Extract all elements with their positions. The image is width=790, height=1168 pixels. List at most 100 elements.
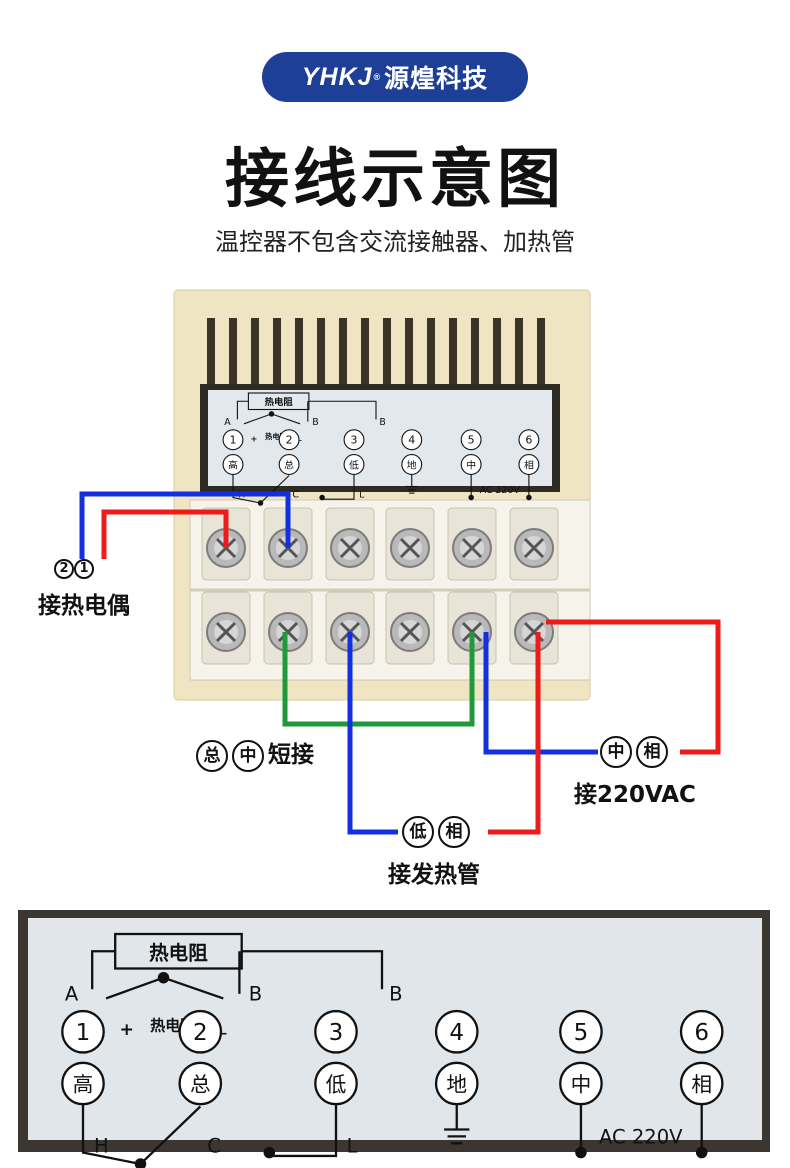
- label-l: L: [359, 490, 365, 501]
- terminal-number-circle: [559, 1009, 603, 1054]
- terminal-name: 高: [73, 1073, 94, 1097]
- lead-b-top: [241, 950, 384, 990]
- terminal-name: 低: [349, 458, 359, 471]
- terminal-screw: [201, 591, 251, 665]
- terminal-number: 4: [449, 1020, 464, 1046]
- terminal-number: 1: [230, 434, 237, 447]
- wire-blue-heater: [347, 632, 398, 835]
- screw-slot: [461, 537, 483, 559]
- terminal-number-circle: [401, 429, 423, 451]
- h-c-link: [232, 474, 290, 504]
- screw-slot: [277, 621, 299, 643]
- ac-dot-l: [695, 1146, 708, 1159]
- power-label: 接220VAC: [574, 782, 696, 808]
- short-label: 总中短接: [196, 735, 314, 772]
- terminal-name: 相: [524, 458, 534, 471]
- terminal-name-circle: [178, 1061, 223, 1106]
- screw-slot: [399, 537, 421, 559]
- brand-logo: YHKJ®源煌科技: [262, 52, 528, 102]
- heater-label: 接发热管: [388, 862, 480, 888]
- hc-dot: [134, 1158, 147, 1168]
- logo-company: 源煌科技: [384, 65, 489, 93]
- terminal-name: 中: [466, 458, 476, 471]
- lead-a: [91, 950, 116, 990]
- label-h: H: [94, 1135, 109, 1158]
- l-dot: [263, 1146, 276, 1159]
- ac-dot-l: [526, 494, 532, 501]
- screw-slot: [523, 621, 545, 643]
- terminal-name: 低: [326, 1073, 347, 1097]
- l-dot: [319, 494, 325, 501]
- terminal-number: 1: [76, 1020, 91, 1046]
- resistor-box-label: 热电阻: [265, 396, 294, 408]
- terminal-screw: [385, 591, 435, 665]
- terminal-name: 高: [228, 458, 238, 471]
- terminal-name: 地: [446, 1073, 467, 1097]
- label-b2: B: [389, 983, 402, 1006]
- label-plus: +: [119, 1020, 133, 1040]
- logo-registered-mark: ®: [373, 72, 382, 82]
- ac-label: AC 220V: [480, 485, 521, 496]
- power-circles: 中相: [600, 736, 672, 768]
- screw-slot: [339, 537, 361, 559]
- terminal-number: 5: [574, 1020, 589, 1046]
- screw-slot: [523, 537, 545, 559]
- terminal-number-circle: [222, 429, 244, 451]
- terminal-number: 5: [468, 434, 475, 447]
- callout-circle-2: 2: [54, 558, 74, 579]
- short-circle-a: 总: [196, 739, 228, 772]
- h-c-link: [81, 1104, 202, 1166]
- logo-brand: YHKJ: [301, 62, 373, 91]
- wire-green-short: [282, 632, 475, 727]
- lead-b-top: [308, 400, 377, 420]
- hc-dot: [257, 500, 264, 506]
- terminal-screw: [509, 591, 559, 665]
- terminal-number: 3: [351, 434, 358, 447]
- terminal-number-circle: [314, 1009, 358, 1054]
- short-text: 短接: [268, 742, 314, 768]
- terminal-number-circle: [61, 1009, 105, 1054]
- lead-a: [236, 400, 249, 420]
- terminal-number-circle: [518, 429, 540, 451]
- terminal-number: 2: [193, 1020, 208, 1046]
- terminal-number: 3: [329, 1020, 344, 1046]
- label-minus: _: [218, 1016, 227, 1036]
- label-a: A: [65, 983, 79, 1006]
- screw-slot: [399, 621, 421, 643]
- vent-slots: [207, 318, 545, 386]
- label-minus: _: [297, 431, 302, 441]
- thermocouple-label: 接热电偶: [38, 593, 130, 619]
- label-b2: B: [379, 417, 385, 428]
- label-b1: B: [249, 983, 262, 1006]
- terminal-number-circle: [679, 1009, 724, 1054]
- terminal-name: 相: [691, 1073, 712, 1097]
- label-a: A: [224, 417, 231, 428]
- wire-blue-thermocouple: [79, 491, 291, 559]
- screw-slot: [215, 621, 237, 643]
- short-circle-b: 中: [232, 739, 264, 772]
- resistor-box-label: 热电阻: [149, 941, 208, 964]
- label-plus: +: [250, 433, 257, 443]
- terminal-number: 2: [286, 434, 293, 447]
- terminal-screw: [325, 507, 375, 581]
- terminal-name: 总: [190, 1073, 211, 1097]
- callout-circle-1: 1: [74, 558, 94, 579]
- terminal-name-circle: [278, 454, 300, 475]
- ac-dot-n: [468, 494, 474, 501]
- terminal-screw: [263, 591, 313, 665]
- terminal-number: 6: [694, 1020, 709, 1046]
- terminal-name: 地: [407, 458, 417, 471]
- label-b1: B: [312, 417, 318, 428]
- terminal-screw: [447, 507, 497, 581]
- wire-blue-power: [483, 632, 598, 755]
- power-circle-b: 相: [636, 736, 668, 768]
- terminal-number-circle: [278, 429, 300, 451]
- heater-circle-b: 相: [438, 816, 470, 848]
- terminal-number-circle: [343, 429, 365, 451]
- terminal-screw: [385, 507, 435, 581]
- terminal-number-circle: [460, 429, 482, 451]
- power-circle-a: 中: [600, 736, 632, 768]
- wire-red-thermocouple: [101, 509, 229, 559]
